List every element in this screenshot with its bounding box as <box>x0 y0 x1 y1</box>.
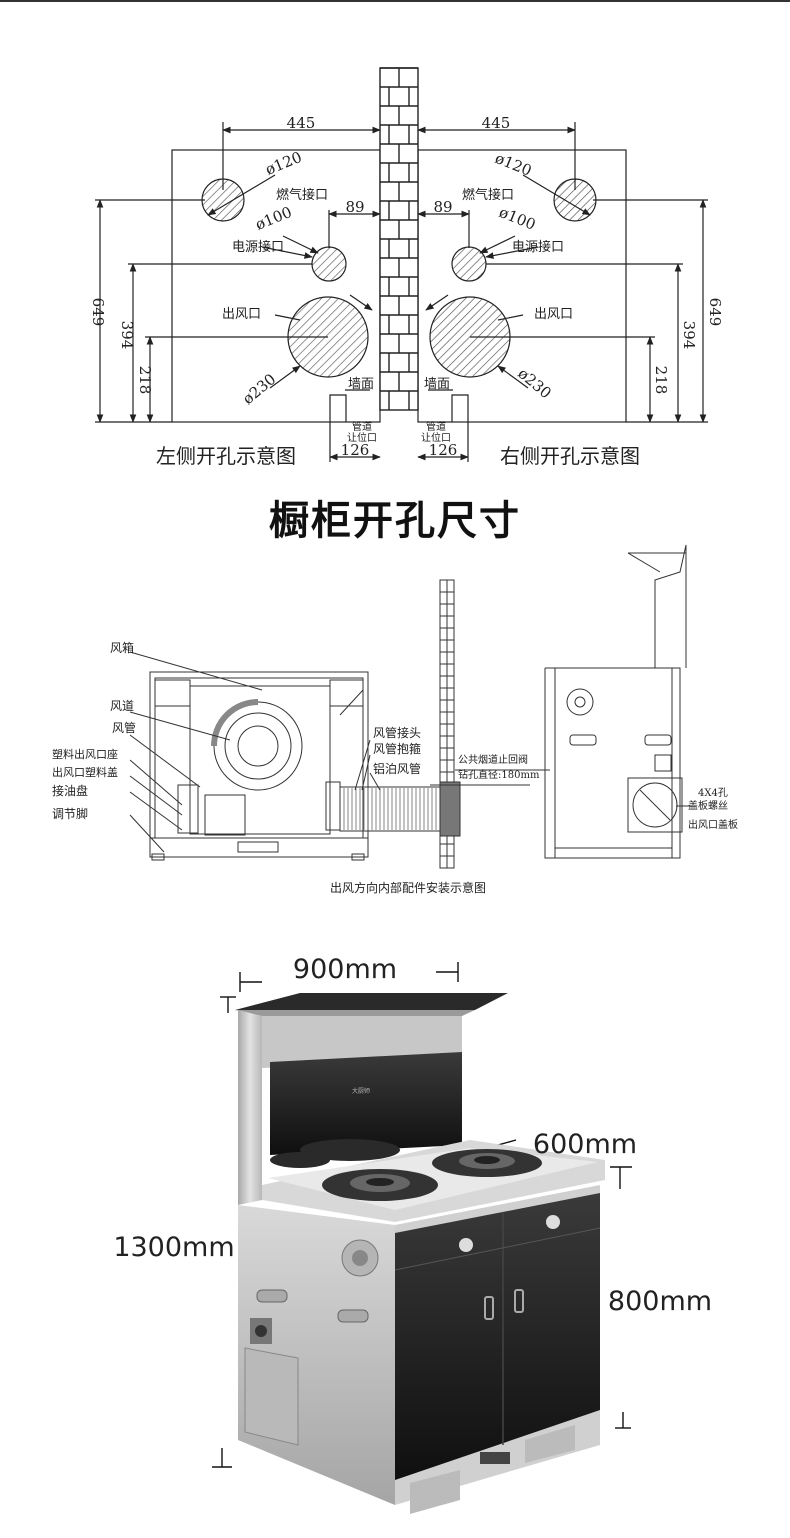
label-fan-box: 风箱 <box>110 640 134 655</box>
label-foot: 调节脚 <box>52 806 88 821</box>
dia-230-left: ø230 <box>239 370 279 408</box>
dim-649-left: 649 <box>89 298 107 327</box>
power-port-left: 电源接口 <box>232 239 284 255</box>
pipe-left-1: 管道 <box>352 420 372 433</box>
label-clamp: 风管抱箍 <box>373 741 421 756</box>
foil-pipe <box>339 786 441 832</box>
dim-height: 1300mm <box>113 1232 234 1263</box>
dim-126-left: 126 <box>341 441 370 459</box>
pipe-right-1: 管道 <box>426 420 446 433</box>
label-plastic-cap: 出风口塑料盖 <box>52 765 118 779</box>
brand-logo: 大厨师 <box>352 1087 370 1095</box>
label-flue-2: 钻孔直径:180mm <box>458 768 540 781</box>
dim-394-left: 394 <box>118 321 136 350</box>
burners <box>270 1139 542 1201</box>
cutout-diagram <box>95 67 708 462</box>
dim-89-right: 89 <box>433 198 452 216</box>
wall-right: 墙面 <box>424 377 450 392</box>
label-oil-tray: 接油盘 <box>52 783 88 798</box>
label-cover: 出风口盖板 <box>688 818 738 831</box>
pipe-left-2: 让位口 <box>347 431 377 444</box>
pipe-right-2: 让位口 <box>421 431 451 444</box>
install-caption: 出风方向内部配件安装示意图 <box>330 880 486 895</box>
cabinet-doors <box>395 1193 600 1480</box>
label-pipe: 风管 <box>112 720 136 735</box>
section-title: 橱柜开孔尺寸 <box>269 498 521 544</box>
outlet-right: 出风口 <box>534 307 573 322</box>
outlet-left: 出风口 <box>222 307 261 322</box>
install-diagram <box>129 544 690 869</box>
dim-depth: 600mm <box>533 1129 637 1160</box>
label-holes: 4X4孔 <box>698 787 728 799</box>
dim-649-right: 649 <box>706 298 724 327</box>
label-foil-pipe: 铝泊风管 <box>373 761 421 776</box>
dim-width: 900mm <box>293 954 397 985</box>
top-rule <box>0 0 790 2</box>
gas-port-left: 燃气接口 <box>276 187 328 203</box>
gas-port-right: 燃气接口 <box>462 187 514 203</box>
dim-218-right: 218 <box>652 366 670 395</box>
left-caption: 左侧开孔示意图 <box>156 444 296 468</box>
left-notch <box>329 394 347 422</box>
front-cabinet <box>149 671 369 858</box>
dim-counter-height: 800mm <box>608 1286 712 1317</box>
label-flue-1: 公共烟道止回阀 <box>458 753 528 766</box>
label-connector: 风管接头 <box>373 725 421 740</box>
label-screw: 盖板螺丝 <box>688 799 728 812</box>
dia-120-left: ø120 <box>263 148 305 179</box>
right-notch <box>451 394 469 422</box>
check-valve <box>439 781 461 837</box>
wall-left: 墙面 <box>348 377 374 392</box>
product-image: 大厨师 <box>212 962 632 1514</box>
power-port-right: 电源接口 <box>512 239 564 255</box>
dia-120-right: ø120 <box>493 149 535 180</box>
right-caption: 右侧开孔示意图 <box>500 444 640 468</box>
dim-445-right: 445 <box>482 114 511 132</box>
dim-89-left: 89 <box>345 198 364 216</box>
dim-218-left: 218 <box>136 366 154 395</box>
dim-126-right: 126 <box>429 441 458 459</box>
dim-445-left: 445 <box>287 114 316 132</box>
label-duct: 风道 <box>110 699 134 713</box>
dia-100-right: ø100 <box>497 203 539 234</box>
label-plastic-seat: 塑料出风口座 <box>52 747 118 761</box>
dia-230-right: ø230 <box>514 364 554 402</box>
dim-394-right: 394 <box>680 321 698 350</box>
dia-100-left: ø100 <box>253 203 295 234</box>
